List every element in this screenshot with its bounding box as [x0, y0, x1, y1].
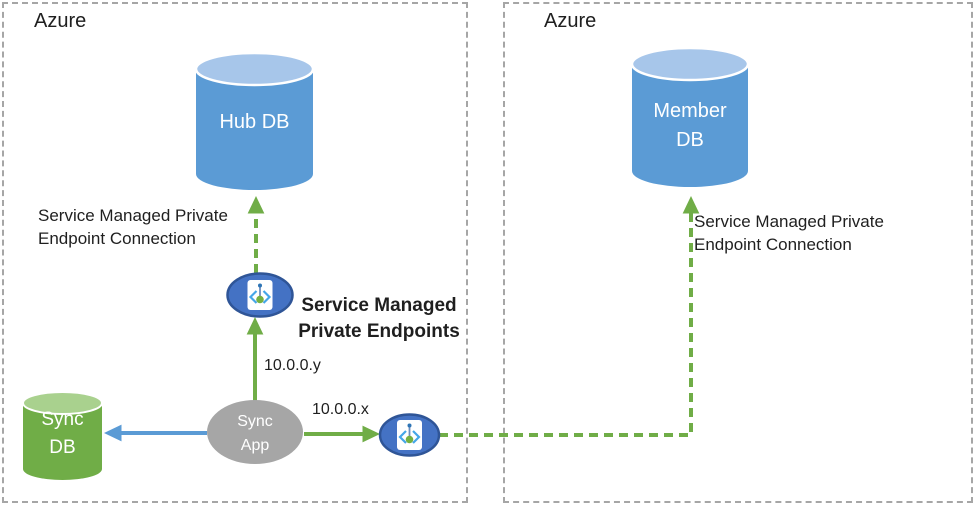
left-connection-label-line2: Endpoint Connection — [38, 229, 196, 248]
hub-db-cylinder — [194, 51, 315, 190]
member-db-top — [630, 46, 750, 82]
right-connection-label-line2: Endpoint Connection — [694, 235, 852, 254]
hub-db-top — [194, 51, 315, 87]
left-connection-label: Service Managed Private Endpoint Connect… — [38, 204, 228, 250]
private-link-icon — [248, 283, 272, 304]
hub-db-body — [196, 69, 313, 190]
private-link-icon — [398, 423, 421, 444]
ip-label-x: 10.0.0.x — [312, 401, 369, 418]
private-endpoints-label-line2: Private Endpoints — [298, 321, 460, 342]
azure-region-left-title: Azure — [34, 10, 87, 32]
right-connection-label-line1: Service Managed Private — [694, 212, 884, 231]
private-endpoint-icon-y — [226, 272, 294, 318]
private-endpoint-icon-x — [378, 413, 441, 457]
azure-region-left — [2, 2, 468, 503]
azure-region-right — [503, 2, 973, 503]
arrow-endpoint-x-to-member-db — [439, 196, 700, 437]
private-endpoints-label: Service Managed Private Endpoints — [293, 293, 465, 345]
member-db-body — [632, 64, 748, 187]
azure-region-right-title: Azure — [544, 10, 597, 32]
ip-label-y: 10.0.0.y — [264, 357, 321, 374]
private-endpoints-label-line1: Service Managed — [301, 295, 457, 316]
sync-app-ellipse — [207, 400, 303, 464]
sync-db-cylinder — [22, 391, 103, 480]
member-db-cylinder — [630, 46, 750, 187]
sync-db-body — [23, 403, 102, 480]
sync-db-top — [22, 391, 103, 415]
right-connection-label: Service Managed Private Endpoint Connect… — [694, 210, 884, 256]
left-connection-label-line1: Service Managed Private — [38, 206, 228, 225]
